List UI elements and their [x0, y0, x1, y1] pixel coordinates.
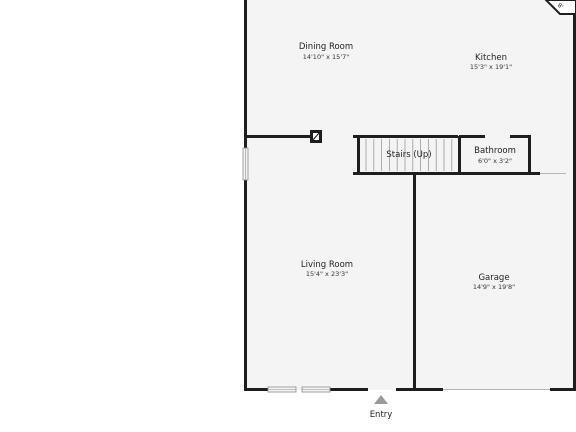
- living-room-dims: 15'4" x 23'3": [306, 270, 348, 278]
- bathroom-dims: 6'0" x 3'2": [478, 157, 512, 165]
- bathroom-label: Bathroom: [474, 146, 516, 156]
- dining-room-dims: 14'10" x 15'7": [303, 53, 349, 61]
- stairs-label: Stairs (Up): [386, 150, 431, 160]
- garage-label: Garage: [478, 273, 509, 283]
- garage-dims: 14'9" x 19'8": [473, 283, 515, 291]
- interior-walls: [245, 135, 540, 390]
- bottom-windows: [267, 386, 331, 393]
- exterior-walls: [244, 0, 576, 391]
- entry-label: Entry: [370, 410, 393, 420]
- column-icon: [310, 130, 322, 143]
- corner-marker: 8': [544, 0, 576, 15]
- kitchen-label: Kitchen: [475, 53, 507, 63]
- stair-treads: [365, 139, 453, 171]
- side-window: [242, 147, 249, 181]
- living-room-label: Living Room: [301, 260, 353, 270]
- kitchen-dims: 15'3" x 19'1": [470, 63, 512, 71]
- floor-area: [245, 0, 576, 390]
- corner-mark-label: 8': [556, 2, 565, 11]
- dining-room-label: Dining Room: [299, 42, 353, 52]
- entry-arrow-icon: [374, 395, 388, 404]
